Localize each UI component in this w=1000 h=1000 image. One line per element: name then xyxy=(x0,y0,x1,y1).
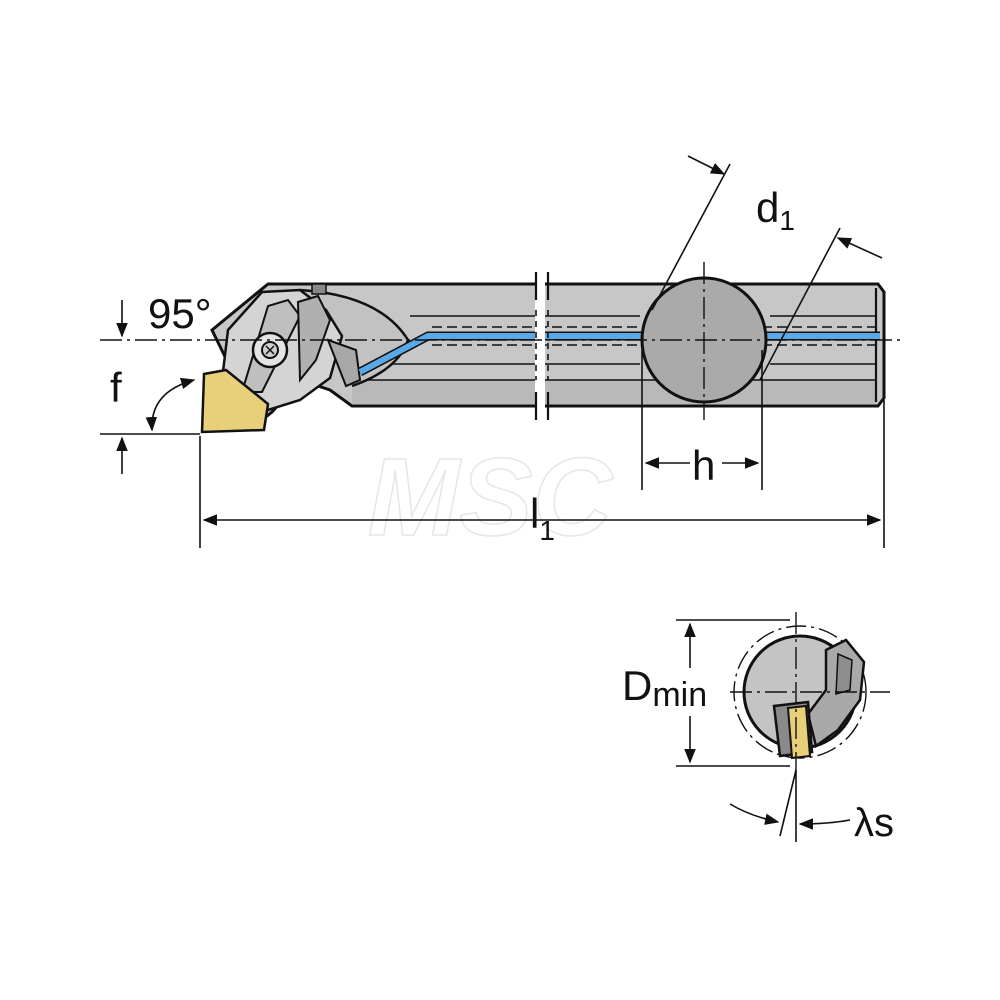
f-label: f xyxy=(110,364,122,411)
h-label: h xyxy=(692,442,715,489)
angle-arc xyxy=(145,377,196,432)
d1-arrow-right xyxy=(836,237,883,259)
dimension-lines xyxy=(100,155,885,548)
watermark: MSC xyxy=(368,436,614,559)
end-view-dimensions xyxy=(676,619,851,842)
d1-extension-left xyxy=(651,163,731,311)
d1-label: d1 xyxy=(756,184,795,236)
end-view-insert xyxy=(786,704,812,760)
end-view xyxy=(730,612,890,772)
insert xyxy=(200,368,270,434)
l1-label: l1 xyxy=(530,490,555,546)
angle-label: 95° xyxy=(148,290,212,337)
d1-arrow-left xyxy=(687,155,726,175)
dmin-label: Dmin xyxy=(622,662,707,714)
lambda-arrow-right xyxy=(798,818,851,830)
boring-bar-side-view xyxy=(100,262,900,434)
bar-lower-band xyxy=(352,380,876,404)
d1-extension-right xyxy=(759,227,841,381)
lambda-label: λs xyxy=(854,801,894,845)
lambda-line-a xyxy=(779,769,797,837)
break-marks xyxy=(534,270,550,420)
lambda-arrow-left xyxy=(729,803,780,825)
